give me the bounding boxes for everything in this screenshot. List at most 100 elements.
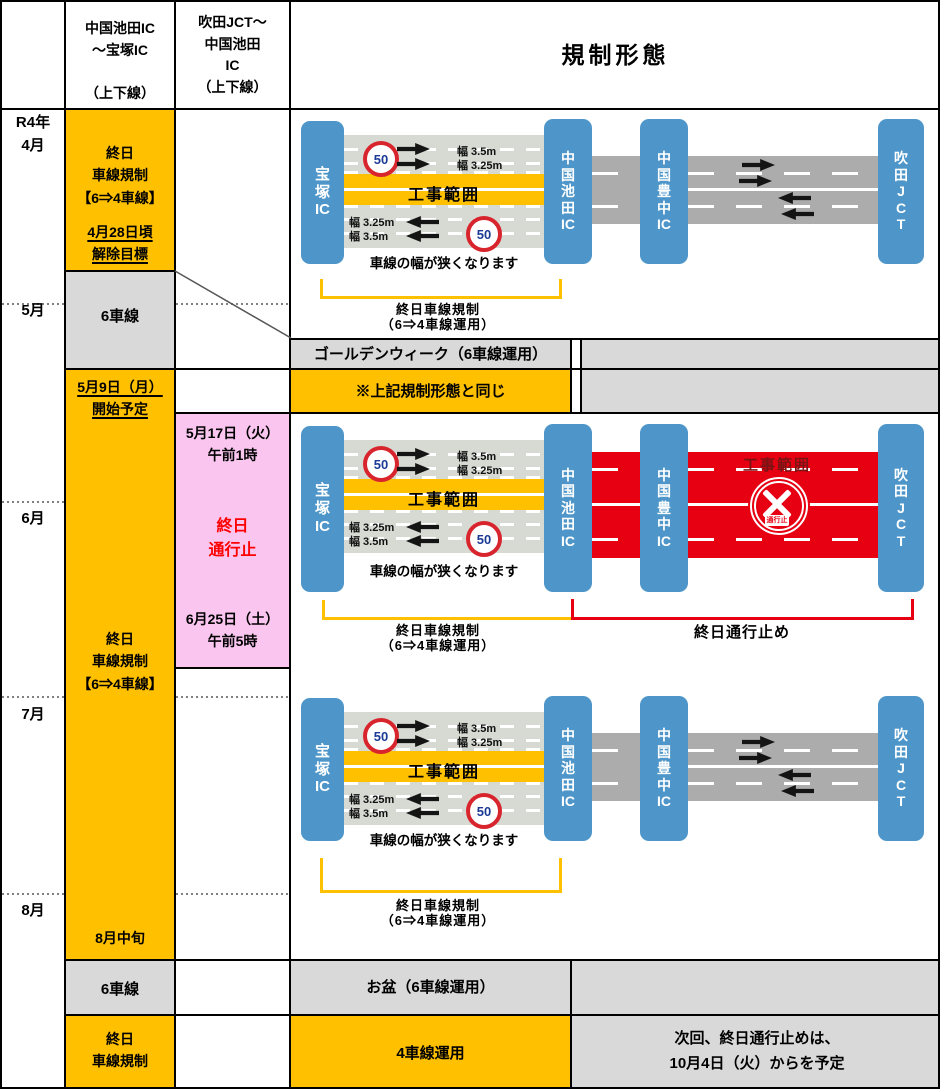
cell-obon-right xyxy=(572,959,938,1014)
band-split-line-top2 xyxy=(580,338,582,412)
lane-line xyxy=(592,749,878,752)
row-line-336 xyxy=(289,338,938,340)
construction-zone-label-3: 工事範囲 xyxy=(407,764,480,781)
cell-lane-reg-april xyxy=(66,110,174,270)
lane-reg-main-label: 終日 車線規制 【6⇒4車線】 xyxy=(77,631,163,692)
column-line-3 xyxy=(289,2,291,1087)
cell-golden-week-right xyxy=(582,338,938,368)
cell-next-closure-note xyxy=(572,1014,938,1087)
month-divider-july xyxy=(2,696,64,698)
lane-line xyxy=(344,476,544,479)
center-line xyxy=(344,188,544,191)
lane-regulation-bracket-1 xyxy=(320,279,562,299)
suita-jct-pill: 吹 田 J C T xyxy=(878,119,924,264)
takarazuka-ic-pill: 宝 塚 IC xyxy=(301,426,344,592)
lane-line xyxy=(344,537,544,540)
month-label-july: 7月 xyxy=(21,706,45,723)
narrow-lanes-note-3: 車線の幅が狭くなります xyxy=(369,833,519,848)
lane-reg-april-note: 4月28日頃 解除目標 xyxy=(87,224,153,263)
row-line-268 xyxy=(64,270,174,272)
speed-limit-sign: 50 xyxy=(466,793,502,829)
speed-limit-sign: 50 xyxy=(363,718,399,754)
lane-line xyxy=(592,172,878,175)
center-line xyxy=(642,765,878,768)
road-closed-sign: 通行止 xyxy=(750,477,808,535)
lane-line xyxy=(344,510,544,513)
golden-week-label: ゴールデンウィーク（6車線運用） xyxy=(313,346,548,363)
closure-bracket xyxy=(571,599,914,620)
column-line-1 xyxy=(64,2,66,1087)
narrow-lanes-note-2: 車線の幅が狭くなります xyxy=(369,564,519,579)
cell-obon xyxy=(291,959,570,1014)
speed-limit-sign: 50 xyxy=(363,446,399,482)
same-as-above-label: ※上記規制形態と同じ xyxy=(355,383,506,400)
lane-width-label: 幅 3.25m xyxy=(349,794,395,806)
lane-line xyxy=(344,218,544,221)
suita-jct-pill: 吹 田 J C T xyxy=(878,696,924,841)
lane-line xyxy=(344,782,544,785)
month-divider-august xyxy=(2,893,64,895)
lane-line xyxy=(344,453,544,456)
lane-regulation-bracket-3 xyxy=(320,858,562,893)
lane-width-label: 幅 3.25m xyxy=(349,522,395,534)
lane-line xyxy=(344,148,544,151)
cell-full-closure-period xyxy=(176,414,289,667)
next-closure-note: 次回、終日通行止めは、 10月4日（火）からを予定 xyxy=(669,1030,845,1072)
six-lane-may-label: 6車線 xyxy=(100,308,140,325)
closure-start-datetime: 5月17日（火） 午前1時 xyxy=(185,425,280,464)
row-line-665 xyxy=(174,667,291,669)
lane-line xyxy=(344,795,544,798)
closure-label: 終日 通行止 xyxy=(208,518,257,559)
obon-label: お盆（6車線運用） xyxy=(366,979,495,996)
cell-same-as-above xyxy=(291,368,570,412)
lane-regulation-caption-2a: 終日車線規制 xyxy=(395,623,480,638)
lane-regulation-caption-2b: （6⇒4車線運用） xyxy=(380,638,496,653)
speed-limit-sign: 50 xyxy=(466,216,502,252)
center-line xyxy=(344,493,544,496)
lane-line xyxy=(592,538,878,541)
lane-width-label: 幅 3.5m xyxy=(349,536,389,548)
month-label-may: 5月 xyxy=(21,302,45,319)
closure-end-datetime: 6月25日（土） 午前5時 xyxy=(185,611,280,650)
month-divider-august-col3 xyxy=(176,893,289,895)
lane-reg-end-label: 8月中旬 xyxy=(95,930,145,946)
takarazuka-ic-pill: 宝 塚 IC xyxy=(301,121,344,264)
chugoku-toyonaka-ic-pill: 中 国 豊 中 IC xyxy=(640,696,688,841)
lane-line xyxy=(592,782,878,785)
road-closed-sign-text: 通行止 xyxy=(765,515,789,526)
cell-6lane-obon xyxy=(66,959,174,1014)
lane-line xyxy=(344,725,544,728)
lane-width-label: 幅 3.5m xyxy=(349,231,389,243)
month-divider-july-col3 xyxy=(176,696,289,698)
cell-4lane-operation xyxy=(291,1014,570,1087)
cell-same-as-above-right xyxy=(582,368,938,412)
lane-line xyxy=(344,467,544,470)
month-label-june: 6月 xyxy=(21,510,45,527)
speed-limit-sign: 50 xyxy=(466,521,502,557)
lane-regulation-caption-3b: （6⇒4車線運用） xyxy=(380,913,496,928)
header-bottom-line xyxy=(2,108,938,110)
chugoku-ikeda-ic-pill: 中 国 池 田 IC xyxy=(544,119,592,264)
column-header-lane-regulated: 中国池田IC ～宝塚IC （上下線） xyxy=(85,20,155,102)
lane-width-label: 幅 3.5m xyxy=(457,146,497,158)
lane-line xyxy=(344,739,544,742)
suita-jct-pill: 吹 田 J C T xyxy=(878,424,924,592)
cell-lane-reg-autumn xyxy=(66,1014,174,1087)
band-split-line-top xyxy=(570,338,572,412)
closure-caption: 終日通行止め xyxy=(693,624,790,641)
lane-width-label: 幅 3.5m xyxy=(457,723,497,735)
lane-regulation-bracket-2 xyxy=(322,600,574,620)
lane-line xyxy=(344,523,544,526)
column-header-closure-section: 吹田JCT～ 中国池田 IC （上下線） xyxy=(197,14,268,96)
chugoku-ikeda-ic-pill: 中 国 池 田 IC xyxy=(544,696,592,841)
chugoku-toyonaka-ic-pill: 中 国 豊 中 IC xyxy=(640,424,688,592)
cell-6lane-may xyxy=(66,270,174,368)
lane-width-label: 幅 3.25m xyxy=(457,465,503,477)
lane-width-label: 幅 3.5m xyxy=(349,808,389,820)
lane-width-label: 幅 3.25m xyxy=(349,217,395,229)
lane-reg-start-date: 5月9日（月） 開始予定 xyxy=(77,379,163,418)
construction-zone-label-1: 工事範囲 xyxy=(407,187,480,204)
narrow-lanes-note-1: 車線の幅が狭くなります xyxy=(369,256,519,271)
lane-line xyxy=(592,468,878,471)
